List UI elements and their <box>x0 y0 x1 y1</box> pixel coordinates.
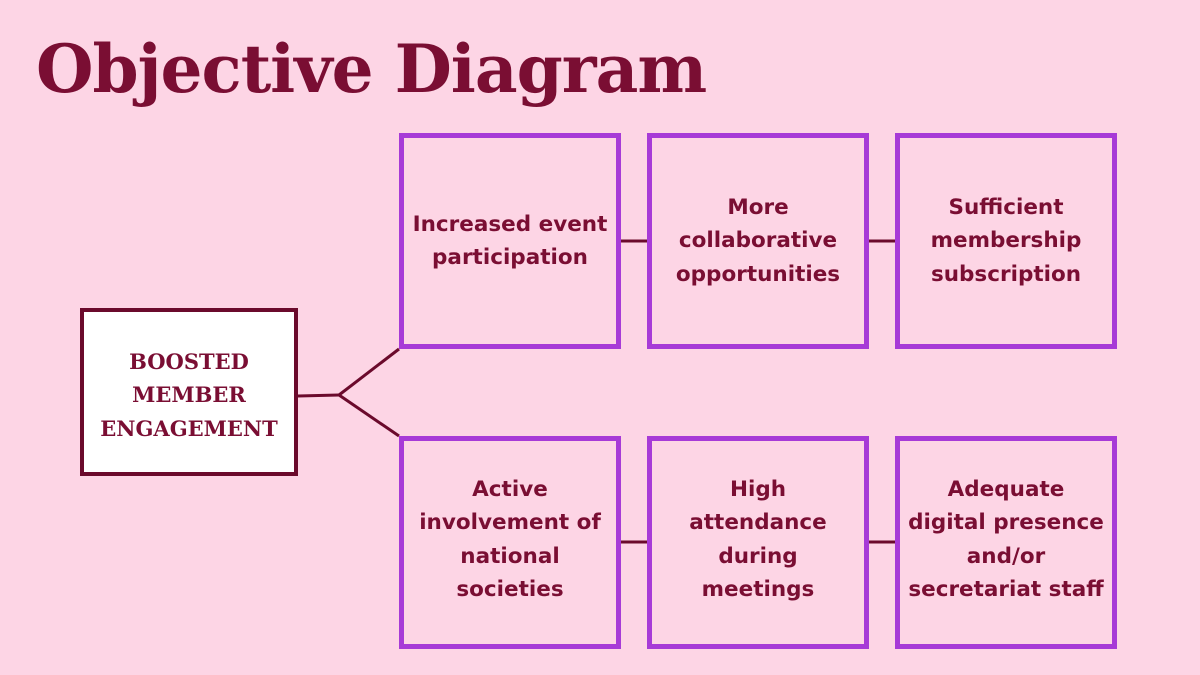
objective-node-label: Increased event participation <box>412 211 608 270</box>
objective-node-event-participation: Increased event participation <box>399 133 621 349</box>
objective-node-label: High attendance during meetings <box>689 476 827 602</box>
objective-node-collaborative-opportunities: More collaborative opportunities <box>647 133 869 349</box>
objective-node-digital-presence: Adequate digital presence and/or secreta… <box>895 436 1117 649</box>
objective-node-label: Adequate digital presence and/or secreta… <box>908 476 1104 602</box>
objective-node-label: Active involvement of national societies <box>419 476 601 602</box>
connector-root-to-bottom-row <box>338 393 400 438</box>
connector-root-to-top-row <box>338 347 400 397</box>
root-node-box: BOOSTED MEMBER ENGAGEMENT <box>80 308 298 476</box>
objective-node-membership-subscription: Sufficient membership subscription <box>895 133 1117 349</box>
objective-node-meeting-attendance: High attendance during meetings <box>647 436 869 649</box>
connector-root-trunk <box>297 393 340 398</box>
root-node-label: BOOSTED MEMBER ENGAGEMENT <box>100 348 278 441</box>
objective-node-label: Sufficient membership subscription <box>930 195 1082 287</box>
diagram-title: Objective Diagram <box>36 30 707 108</box>
objective-node-label: More collaborative opportunities <box>675 195 841 287</box>
objective-node-national-societies: Active involvement of national societies <box>399 436 621 649</box>
